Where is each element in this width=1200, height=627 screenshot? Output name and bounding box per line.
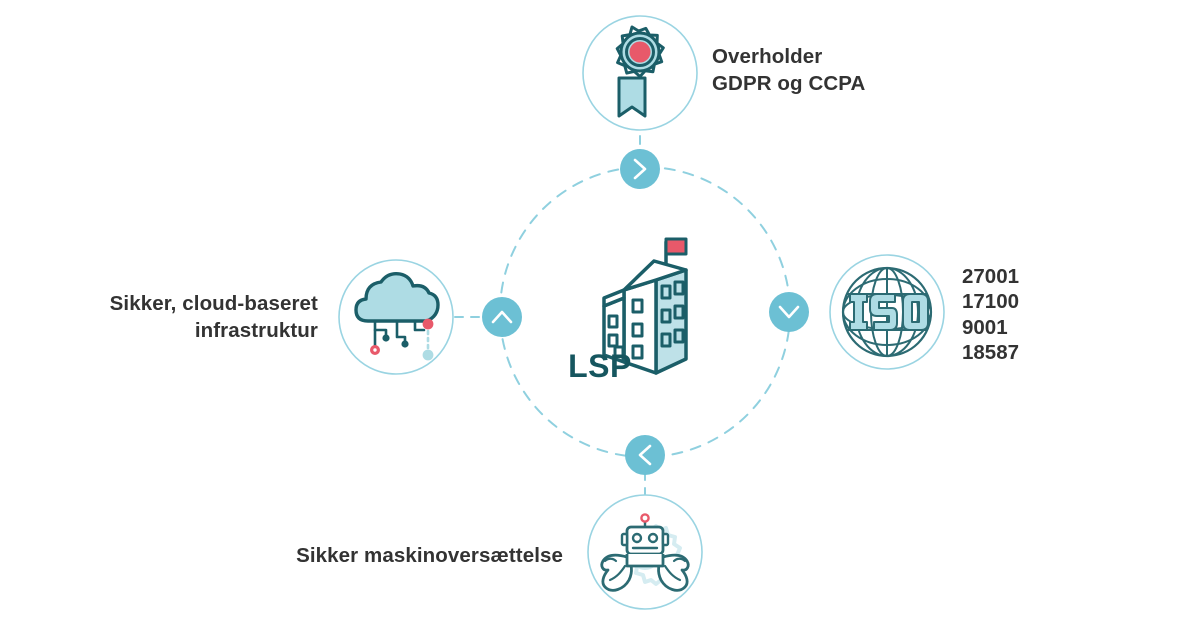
label-compliance: Overholder GDPR og CCPA	[712, 45, 866, 95]
node-iso[interactable]	[829, 254, 945, 370]
connector-node-top[interactable]	[620, 149, 660, 189]
chevron-down-icon	[778, 305, 800, 319]
label-cloud-infrastructure: Sikker, cloud-baseret infrastruktur	[109, 292, 318, 342]
label-machine-translation: Sikker maskinoversættelse	[296, 544, 563, 567]
node-compliance[interactable]	[582, 15, 698, 131]
iso-standard-item: 17100	[962, 290, 1020, 314]
award-ribbon-icon	[615, 25, 665, 118]
chevron-left-icon	[638, 444, 652, 466]
center-label-lsp: LSP	[568, 348, 632, 384]
iso-globe-icon	[841, 266, 933, 358]
chevron-right-icon	[633, 158, 647, 180]
connector-node-right[interactable]	[769, 292, 809, 332]
node-machine-translation[interactable]	[587, 494, 703, 610]
iso-wordmark	[849, 293, 929, 331]
iso-standard-item: 27001	[962, 265, 1020, 288]
office-building-icon	[602, 237, 688, 375]
connector-node-left[interactable]	[482, 297, 522, 337]
iso-standard-item: 18587	[962, 341, 1020, 365]
iso-standards-list: 27001 17100 9001 18587	[962, 264, 1019, 366]
connector-node-bottom[interactable]	[625, 435, 665, 475]
node-cloud[interactable]	[338, 259, 454, 375]
robot-muscle-gear-icon	[600, 513, 690, 592]
iso-standard-item: 9001	[962, 315, 1008, 339]
cloud-network-icon	[354, 271, 440, 361]
chevron-up-icon	[491, 310, 513, 324]
